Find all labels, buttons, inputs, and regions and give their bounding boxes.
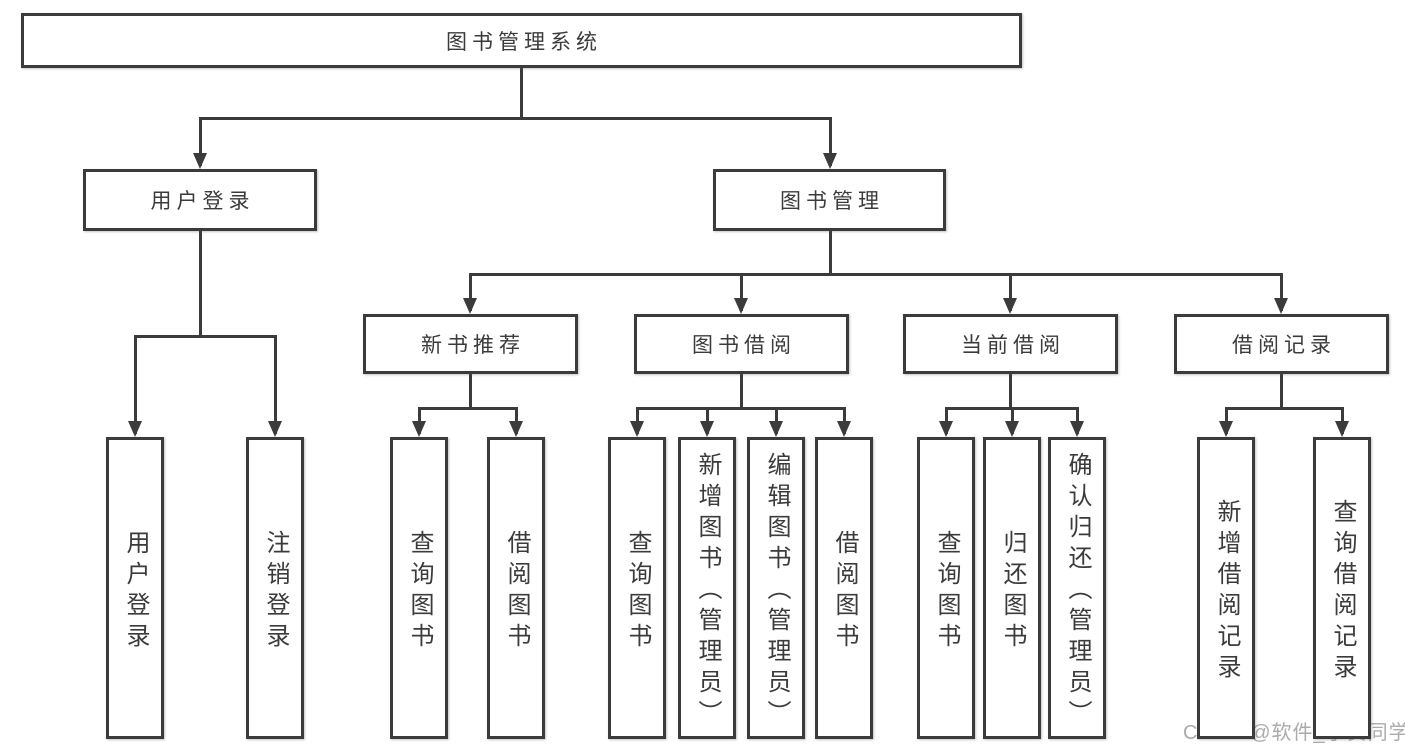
connector-vline bbox=[133, 336, 137, 434]
connector-hline bbox=[1224, 406, 1344, 410]
connector-vline bbox=[273, 336, 277, 434]
arrow-down-icon bbox=[823, 153, 837, 169]
connector-vline bbox=[468, 274, 472, 311]
arrow-down-icon bbox=[128, 421, 142, 437]
connector-vline bbox=[1279, 374, 1283, 408]
arrow-down-icon bbox=[1003, 298, 1017, 314]
arrow-down-icon bbox=[1005, 421, 1019, 437]
connector-hline bbox=[133, 334, 277, 338]
connector-hline bbox=[417, 406, 518, 410]
leaf-borrow-books-recommend-node: 借阅图书 bbox=[487, 437, 545, 739]
connector-vline bbox=[1008, 374, 1012, 408]
arrow-down-icon bbox=[1335, 421, 1349, 437]
leaf-borrow-books-2-node: 借阅图书 bbox=[815, 437, 873, 739]
arrow-down-icon bbox=[463, 298, 477, 314]
connector-vline bbox=[739, 274, 743, 311]
arrow-down-icon bbox=[1070, 421, 1084, 437]
group-book-management-node: 图书管理 bbox=[713, 169, 946, 231]
group-borrow-records-node: 借阅记录 bbox=[1174, 314, 1389, 374]
leaf-add-book-admin-node: 新增图书（管理员） bbox=[678, 437, 736, 739]
connector-vline bbox=[828, 231, 832, 274]
arrow-down-icon bbox=[268, 421, 282, 437]
arrow-down-icon bbox=[700, 421, 714, 437]
group-new-book-recommend-node: 新书推荐 bbox=[363, 314, 578, 374]
root-system-node: 图书管理系统 bbox=[21, 13, 1022, 68]
arrow-down-icon bbox=[630, 421, 644, 437]
arrow-down-icon bbox=[734, 298, 748, 314]
connector-vline bbox=[739, 374, 743, 408]
arrow-down-icon bbox=[1219, 421, 1233, 437]
arrow-down-icon bbox=[193, 153, 207, 169]
arrow-down-icon bbox=[1274, 298, 1288, 314]
arrow-down-icon bbox=[412, 421, 426, 437]
leaf-user-login-node: 用户登录 bbox=[106, 437, 164, 739]
arrow-down-icon bbox=[769, 421, 783, 437]
leaf-query-books-current-node: 查询图书 bbox=[917, 437, 975, 739]
connector-vline bbox=[1008, 274, 1012, 311]
connector-vline bbox=[828, 118, 832, 166]
group-book-borrow-node: 图书借阅 bbox=[634, 314, 849, 374]
arrow-down-icon bbox=[939, 421, 953, 437]
connector-vline bbox=[519, 68, 523, 118]
leaf-return-books-node: 归还图书 bbox=[983, 437, 1041, 739]
group-current-borrow-node: 当前借阅 bbox=[903, 314, 1118, 374]
leaf-query-books-recommend-node: 查询图书 bbox=[390, 437, 448, 739]
connector-hline bbox=[468, 272, 1283, 276]
connector-vline bbox=[198, 231, 202, 336]
leaf-add-borrow-record-node: 新增借阅记录 bbox=[1197, 437, 1255, 739]
leaf-query-borrow-record-node: 查询借阅记录 bbox=[1313, 437, 1371, 739]
group-user-login-node: 用户登录 bbox=[83, 169, 317, 231]
leaf-edit-book-admin-node: 编辑图书（管理员） bbox=[747, 437, 805, 739]
connector-vline bbox=[1279, 274, 1283, 311]
leaf-query-books-borrow-node: 查询图书 bbox=[608, 437, 666, 739]
connector-hline bbox=[198, 116, 832, 120]
connector-vline bbox=[468, 374, 472, 408]
leaf-confirm-return-admin-node: 确认归还（管理员） bbox=[1048, 437, 1106, 739]
connector-vline bbox=[198, 118, 202, 166]
leaf-logout-node: 注销登录 bbox=[246, 437, 304, 739]
arrow-down-icon bbox=[509, 421, 523, 437]
arrow-down-icon bbox=[837, 421, 851, 437]
connector-hline bbox=[635, 406, 846, 410]
